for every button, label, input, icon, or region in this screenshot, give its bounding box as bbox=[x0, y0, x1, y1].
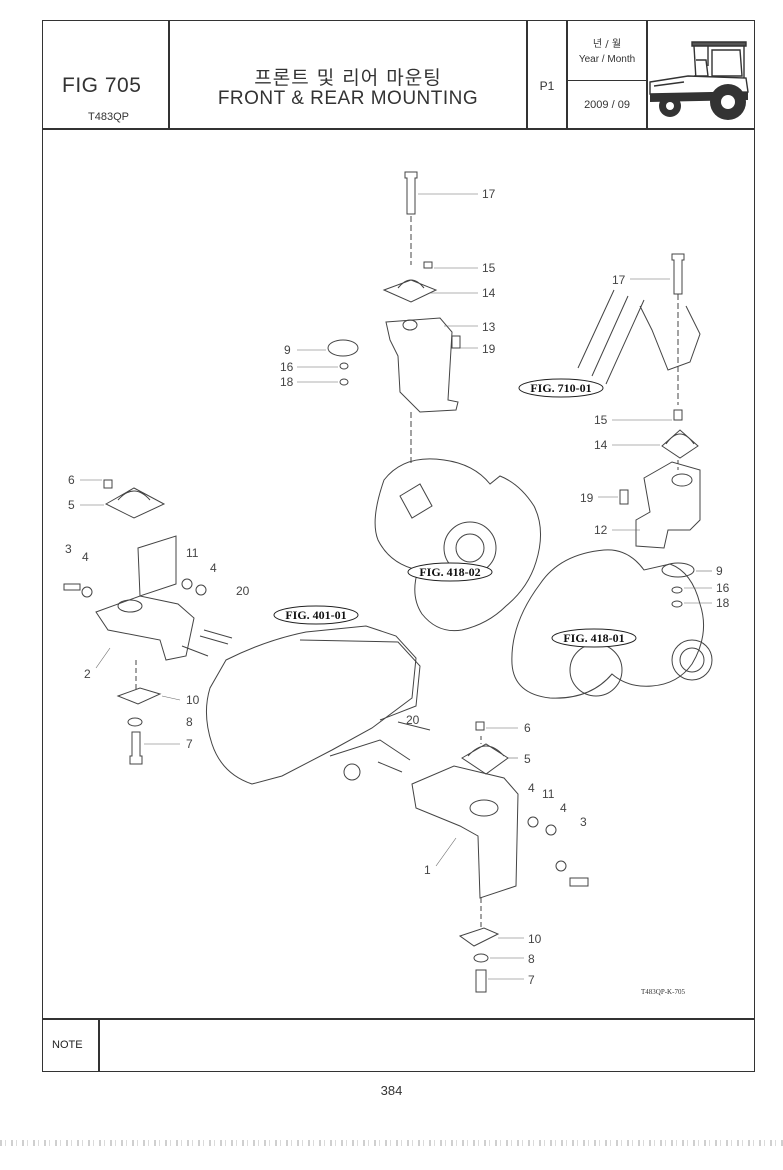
callout: 15 bbox=[594, 413, 608, 427]
page-number: 384 bbox=[380, 1083, 403, 1098]
figref-710-01: FIG. 710-01 bbox=[530, 381, 591, 395]
plate-10-left bbox=[116, 687, 162, 705]
callout: 2 bbox=[84, 667, 91, 681]
drawing-code: T483QP-K-705 bbox=[641, 988, 685, 996]
callout: 19 bbox=[580, 491, 594, 505]
callout: 11 bbox=[186, 546, 199, 560]
bracket-13 bbox=[385, 317, 459, 413]
bracket-12 bbox=[635, 461, 701, 549]
callout: 16 bbox=[716, 581, 730, 595]
bolt-17-top bbox=[404, 171, 418, 215]
figref-418-02: FIG. 418-02 bbox=[419, 565, 480, 579]
callout: 17 bbox=[612, 273, 626, 287]
washer-9-top bbox=[327, 339, 359, 357]
page-id: P1 bbox=[539, 79, 555, 93]
rubber-mount-5-left bbox=[104, 487, 166, 519]
title-english: FRONT & REAR MOUNTING bbox=[217, 88, 479, 109]
note-label: NOTE bbox=[52, 1039, 83, 1051]
transmission-401-01 bbox=[206, 625, 417, 785]
exploded-parts-diagram: FIG. 710-01 FIG. 418-02 FIG. 401-01 FIG.… bbox=[63, 171, 730, 993]
callout: 4 bbox=[210, 561, 217, 575]
figure-number: FIG 705 bbox=[62, 74, 142, 97]
callout: 11 bbox=[542, 787, 555, 801]
callout: 7 bbox=[528, 973, 535, 987]
callout: 14 bbox=[594, 438, 608, 452]
callout: 3 bbox=[65, 542, 72, 556]
callout: 5 bbox=[524, 752, 531, 766]
callout: 8 bbox=[528, 952, 535, 966]
callout: 9 bbox=[284, 343, 291, 357]
title-korean: 프론트 및 리어 마운팅 bbox=[254, 67, 442, 89]
scan-artifact bbox=[0, 1140, 783, 1146]
callout: 6 bbox=[68, 473, 75, 487]
callout: 8 bbox=[186, 715, 193, 729]
tractor-icon bbox=[649, 41, 749, 120]
callout: 3 bbox=[580, 815, 587, 829]
callout: 20 bbox=[406, 713, 420, 727]
frame-710-01 bbox=[577, 289, 701, 385]
housing-418-02 bbox=[374, 458, 541, 632]
note-divider bbox=[98, 1018, 100, 1072]
model-code: T483QP bbox=[88, 111, 129, 123]
bolt-7-right bbox=[475, 969, 487, 993]
callout: 4 bbox=[560, 801, 567, 815]
callout: 12 bbox=[594, 523, 608, 537]
header-divider-4 bbox=[646, 20, 648, 129]
pin-20-left bbox=[181, 629, 233, 657]
callout: 4 bbox=[528, 781, 535, 795]
note-top-divider bbox=[42, 1018, 755, 1020]
figref-418-01: FIG. 418-01 bbox=[563, 631, 624, 645]
callout: 9 bbox=[716, 564, 723, 578]
figref-401-01: FIG. 401-01 bbox=[285, 608, 346, 622]
bolt-17-right bbox=[671, 253, 685, 295]
callout: 19 bbox=[482, 342, 496, 356]
housing-418-01 bbox=[511, 549, 705, 699]
callout: 10 bbox=[186, 693, 200, 707]
callout: 7 bbox=[186, 737, 193, 751]
year-month-value: 2009 / 09 bbox=[584, 99, 630, 111]
callout: 10 bbox=[528, 932, 542, 946]
callout: 5 bbox=[68, 498, 75, 512]
bracket-2 bbox=[95, 595, 195, 661]
callout: 4 bbox=[82, 550, 89, 564]
date-cell-divider bbox=[567, 80, 646, 81]
callout: 6 bbox=[524, 721, 531, 735]
bolt-7-left bbox=[129, 731, 143, 765]
page-frame bbox=[42, 20, 755, 1072]
callout: 13 bbox=[482, 320, 496, 334]
callout: 16 bbox=[280, 360, 294, 374]
rubber-mount-14-right bbox=[661, 429, 699, 459]
callout: 20 bbox=[236, 584, 250, 598]
callout: 18 bbox=[716, 596, 730, 610]
header-divider-3 bbox=[566, 20, 568, 129]
callout: 17 bbox=[482, 187, 496, 201]
callout: 1 bbox=[424, 863, 431, 877]
header-divider-1 bbox=[168, 20, 170, 129]
header-bottom-divider bbox=[42, 128, 755, 130]
year-month-label-korean: 년 / 월 bbox=[592, 39, 622, 50]
bracket-1 bbox=[411, 765, 519, 899]
header-divider-2 bbox=[526, 20, 528, 129]
callout: 15 bbox=[482, 261, 496, 275]
shield-left bbox=[137, 535, 177, 597]
plate-10-right bbox=[458, 927, 500, 947]
callout: 14 bbox=[482, 286, 496, 300]
rubber-mount-14-top bbox=[382, 279, 438, 303]
figure-reference-labels: FIG. 710-01 FIG. 418-02 FIG. 401-01 FIG.… bbox=[273, 378, 637, 648]
callout-numbers: 17 15 14 13 19 9 16 18 17 15 14 19 12 9 … bbox=[65, 187, 730, 987]
callout: 18 bbox=[280, 375, 294, 389]
year-month-label: Year / Month bbox=[578, 54, 636, 65]
